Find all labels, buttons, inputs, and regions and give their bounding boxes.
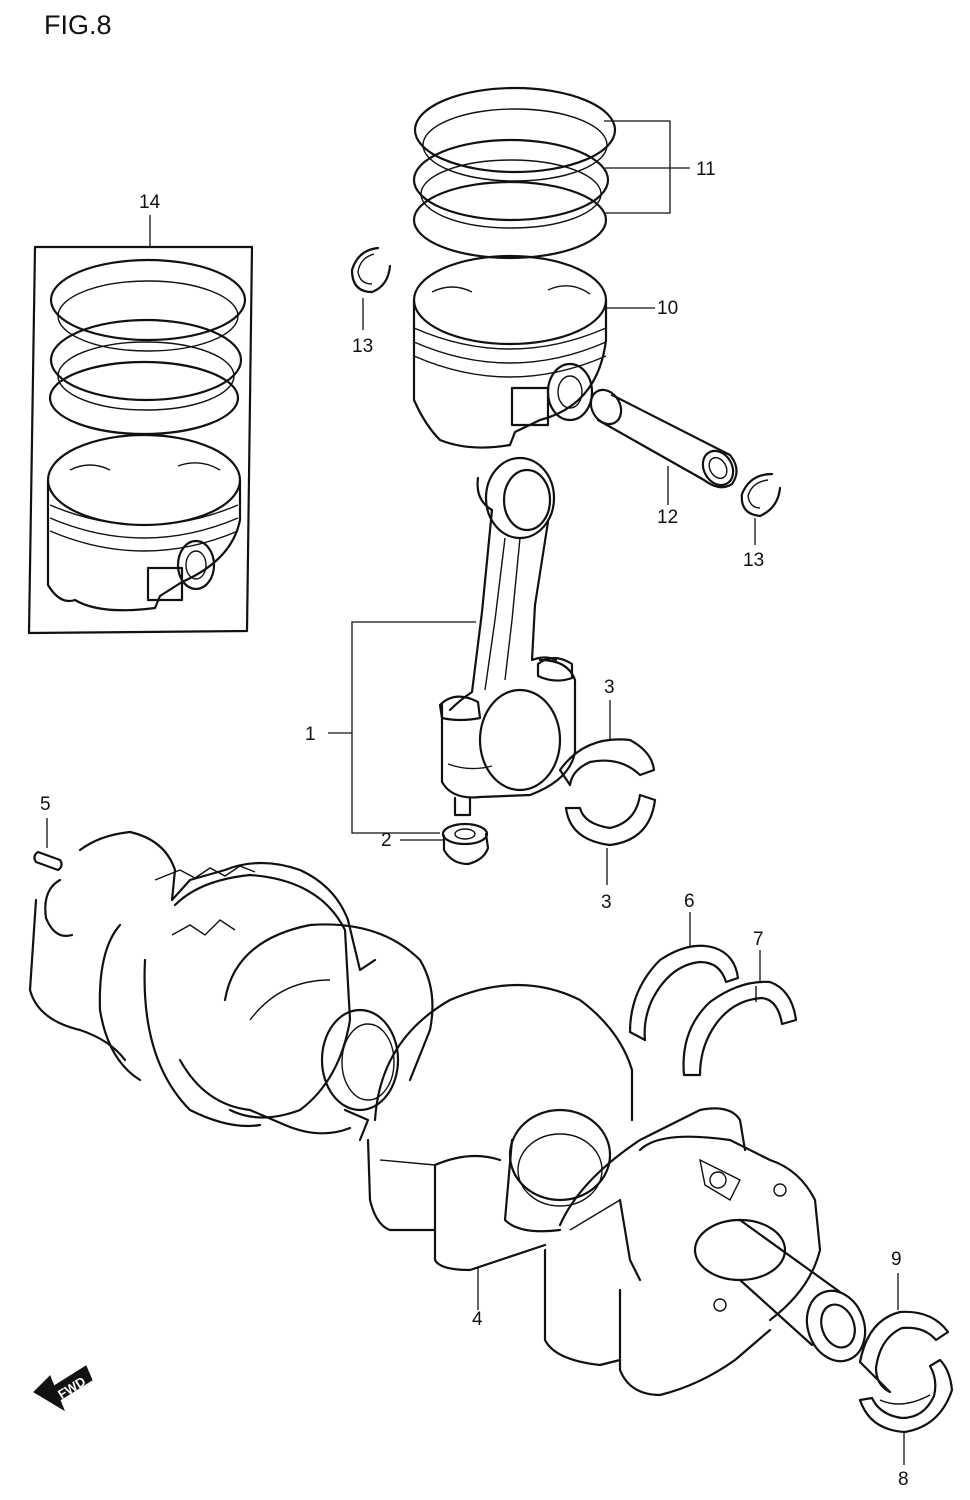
callout-3-upper: 3	[604, 677, 615, 698]
callout-4: 4	[472, 1309, 483, 1330]
callout-1: 1	[305, 724, 316, 745]
callout-14: 14	[139, 192, 161, 213]
crankshaft-thrust-bearing-7	[682, 950, 798, 1077]
crankshaft-thrust-bearing-6	[628, 912, 740, 1042]
piston-pin-circlip-upper	[350, 246, 392, 330]
crankshaft-main-bearing-8	[858, 1358, 954, 1465]
piston-pin	[589, 388, 738, 505]
conrod-bearing-lower	[564, 793, 657, 885]
piston-set-box	[27, 215, 254, 635]
callout-8: 8	[898, 1469, 909, 1490]
callout-3-lower: 3	[601, 892, 612, 913]
callout-9: 9	[891, 1249, 902, 1270]
connecting-rod	[328, 456, 577, 834]
crankshaft-dowel-pin	[33, 818, 63, 872]
piston-pin-circlip-lower	[740, 472, 782, 545]
conrod-bearing-upper	[558, 700, 656, 787]
forward-direction-arrow: FWD	[33, 1365, 93, 1412]
piston	[412, 254, 655, 449]
crankshaft-main-bearing-9	[858, 1273, 950, 1394]
callout-6: 6	[684, 891, 695, 912]
piston-ring-set	[412, 86, 690, 260]
crankshaft	[28, 830, 867, 1397]
callout-7: 7	[753, 929, 764, 950]
conrod-nut	[400, 822, 490, 866]
callout-2: 2	[381, 830, 392, 851]
callout-5: 5	[40, 794, 51, 815]
callout-11: 11	[696, 159, 716, 180]
callout-10: 10	[657, 298, 678, 319]
figure-title: FIG.8	[44, 10, 112, 40]
callout-13-upper: 13	[352, 336, 373, 357]
callout-12: 12	[657, 507, 678, 528]
callout-13-lower: 13	[743, 550, 764, 571]
